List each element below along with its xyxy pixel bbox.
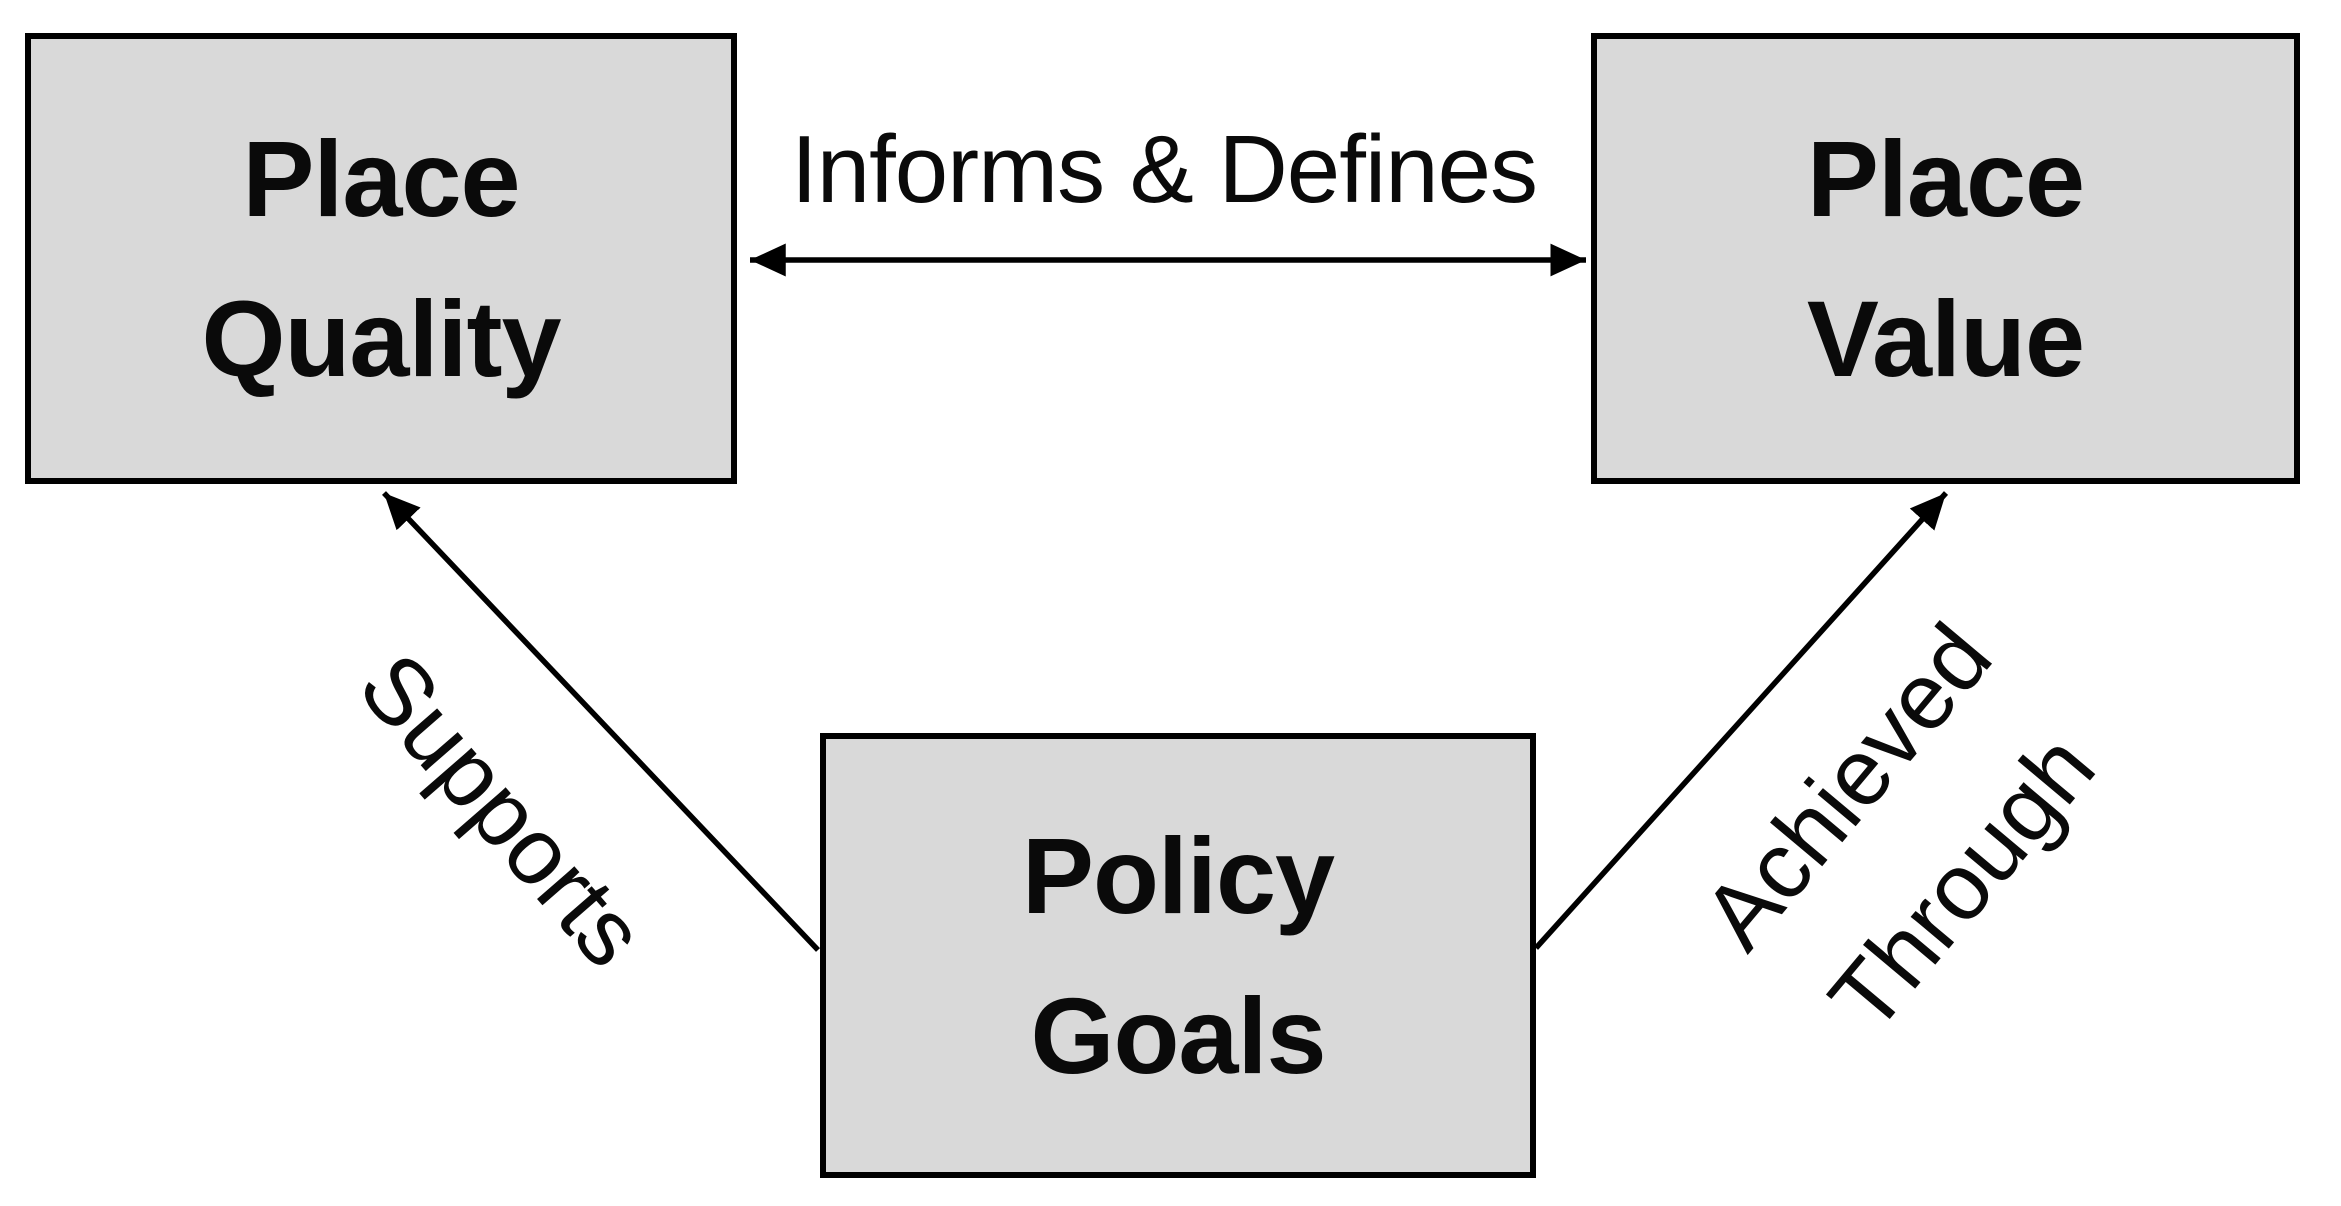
node-policy-goals-line1: Policy: [1021, 814, 1335, 936]
node-place-quality-line2: Quality: [201, 277, 561, 399]
arrow-achieved-through: [1533, 491, 1949, 950]
node-place-value-line2: Value: [1806, 277, 2085, 399]
node-place-value-line1: Place: [1806, 117, 2085, 239]
node-policy-goals-line2: Goals: [1030, 974, 1326, 1096]
arrow-supports: [382, 491, 820, 952]
node-place-value: Place Value: [1591, 33, 2300, 484]
node-policy-goals: Policy Goals: [820, 733, 1536, 1178]
edge-label-informs-defines: Informs & Defines: [791, 116, 1538, 223]
node-place-quality: Place Quality: [25, 33, 737, 484]
node-place-quality-line1: Place: [242, 117, 520, 239]
